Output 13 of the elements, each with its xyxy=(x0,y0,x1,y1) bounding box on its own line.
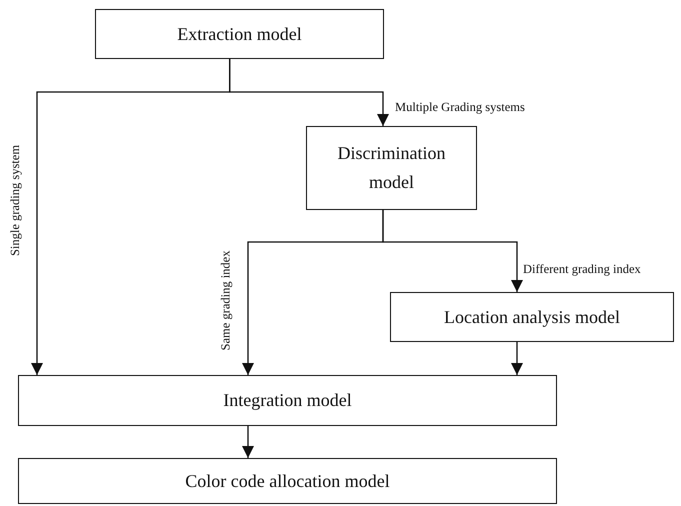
edge-label: Same grading index xyxy=(218,250,234,350)
process-box: Extraction model xyxy=(95,9,384,59)
edge-label: Different grading index xyxy=(523,262,641,277)
edge-label: Single grading system xyxy=(8,144,23,256)
arrow xyxy=(31,59,230,375)
arrow xyxy=(242,426,254,458)
process-box: Color code allocation model xyxy=(18,458,557,504)
process-box: Location analysis model xyxy=(390,292,674,342)
process-box: Discrimination model xyxy=(306,126,477,210)
process-box: Integration model xyxy=(18,375,557,426)
edge-label: Multiple Grading systems xyxy=(395,100,525,115)
arrow xyxy=(511,342,523,375)
arrow xyxy=(382,210,523,292)
